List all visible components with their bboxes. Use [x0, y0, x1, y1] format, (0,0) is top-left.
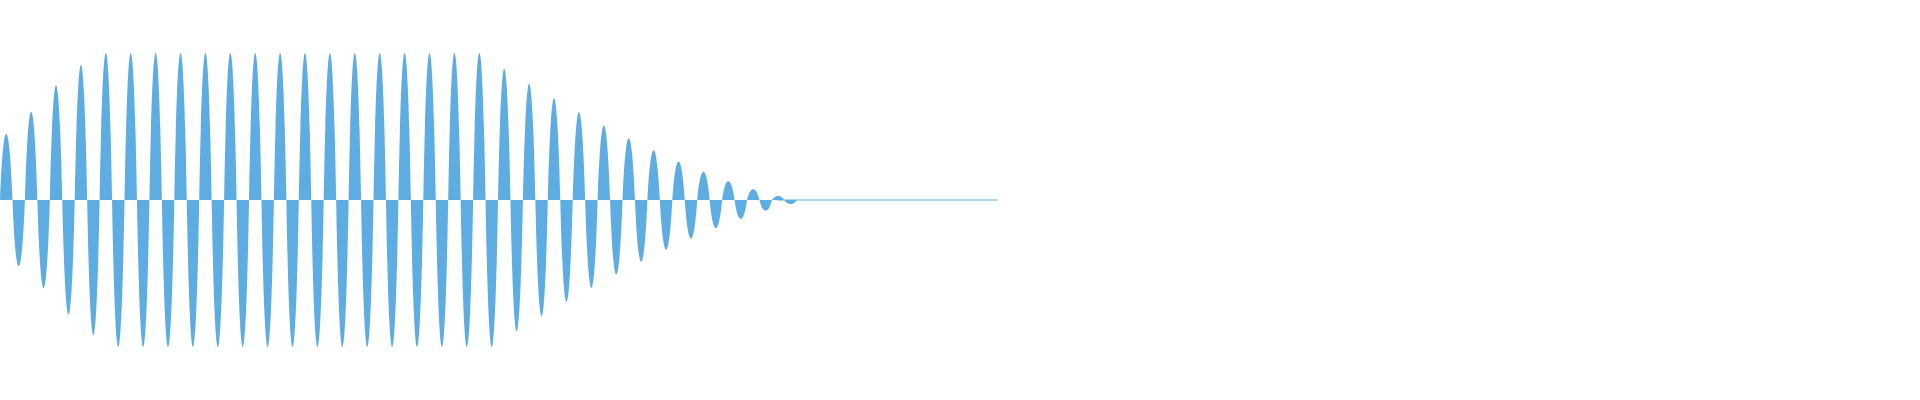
waveform-cycle	[448, 53, 474, 347]
waveform-cycle	[74, 64, 100, 336]
waveform-cycle	[49, 85, 75, 315]
waveform-cycle	[522, 83, 548, 317]
waveform-cycle	[747, 189, 772, 211]
waveform-cycle	[498, 68, 523, 332]
waveform-layer	[0, 53, 797, 347]
waveform-cycle	[547, 98, 573, 302]
waveform-cycle	[473, 53, 498, 347]
waveform-cycle	[149, 53, 175, 347]
waveform-cycle	[24, 111, 50, 289]
waveform-cycle	[298, 53, 324, 347]
waveform-cycle	[348, 53, 374, 347]
waveform-cycle	[199, 53, 225, 347]
waveform-cycle	[273, 53, 299, 347]
waveform-cycle	[323, 53, 349, 347]
waveform-cycle	[647, 150, 673, 250]
waveform-cycle	[224, 53, 249, 347]
waveform-cycle	[373, 53, 399, 347]
waveform-cycle	[0, 133, 25, 267]
waveform-cycle	[697, 171, 723, 229]
waveform-cycle	[99, 53, 125, 347]
waveform-cycle	[174, 53, 200, 347]
waveform-cycle	[622, 138, 648, 262]
waveform-cycle	[398, 53, 424, 347]
waveform-cycle	[597, 125, 623, 275]
waveform-cycle	[572, 112, 598, 288]
waveform-cycle	[124, 53, 150, 347]
waveform-cycle	[423, 53, 449, 347]
waveform-cycle	[249, 53, 274, 347]
waveform-cycle	[672, 161, 698, 239]
waveform-cycle	[722, 181, 747, 219]
